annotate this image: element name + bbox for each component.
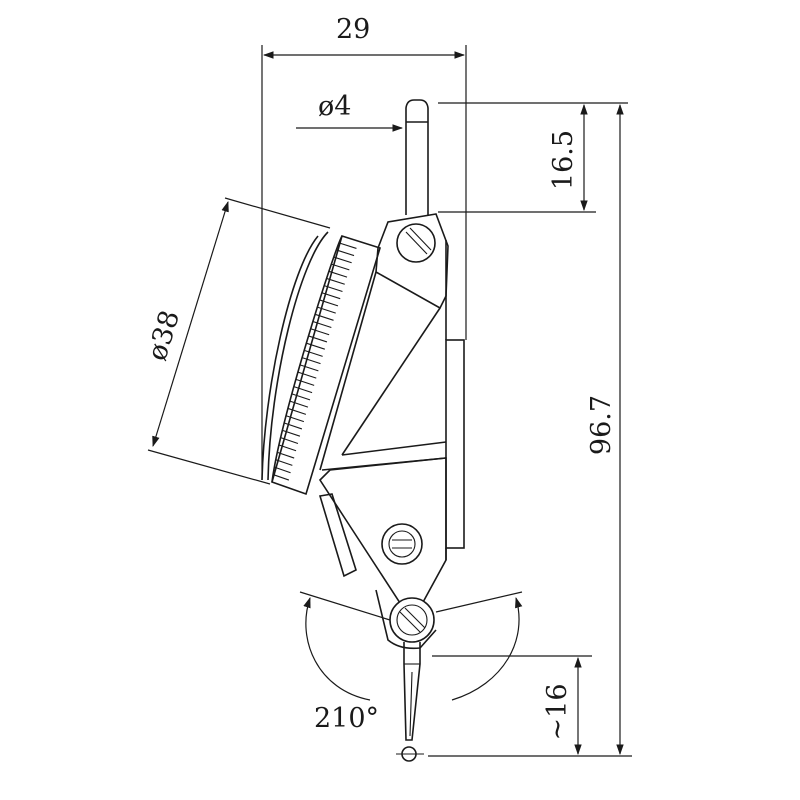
- dim-tip-length: ~16: [432, 655, 592, 756]
- knurl-line: [321, 292, 341, 300]
- knurl-line: [306, 342, 325, 350]
- dim-total-length: 96.7: [428, 103, 632, 757]
- stylus: [396, 642, 424, 762]
- dim-swivel-angle: 210°: [299, 591, 523, 734]
- dim-dial-diameter: ø38: [142, 197, 331, 485]
- knurl-line: [324, 285, 343, 292]
- contact-stem: [405, 99, 429, 215]
- knurl-line: [274, 466, 291, 474]
- knurl-line: [331, 263, 350, 271]
- body-plate: [445, 240, 465, 560]
- knurl-line: [287, 407, 307, 415]
- knurl-line: [328, 270, 348, 278]
- knurl-line: [301, 357, 321, 365]
- dim-width: 29: [261, 14, 467, 480]
- lower-screw: [389, 597, 435, 643]
- dim-swivel-angle-label: 210°: [314, 703, 379, 734]
- knurl-line: [295, 378, 315, 386]
- knurl-line: [285, 415, 305, 423]
- knurl-line: [336, 249, 355, 257]
- upper-screw: [396, 223, 436, 263]
- knurl-lines: [272, 242, 357, 481]
- knurl-line: [282, 429, 301, 437]
- knurl-line: [284, 422, 303, 430]
- knurl-line: [278, 444, 297, 452]
- knurl-line: [326, 277, 345, 285]
- knurl-line: [275, 459, 293, 466]
- dim-stem-diameter-label: ø4: [318, 91, 351, 122]
- knurl-line: [297, 371, 317, 379]
- knurl-line: [333, 256, 352, 264]
- dim-width-label: 29: [336, 14, 370, 45]
- knurl-line: [272, 474, 290, 481]
- knurl-line: [280, 437, 299, 445]
- dial-bezel: [261, 231, 381, 496]
- knurl-line: [338, 242, 357, 249]
- knurl-line: [310, 328, 330, 336]
- dim-tip-length-label: ~16: [542, 684, 573, 741]
- dim-stem-length-label: 16.5: [548, 130, 579, 190]
- knurl-line: [299, 364, 319, 372]
- dim-total-length-label: 96.7: [586, 395, 617, 455]
- knurl-line: [317, 306, 336, 314]
- knurl-line: [312, 321, 332, 329]
- knurl-line: [277, 451, 295, 459]
- knurl-line: [308, 335, 328, 343]
- knurl-line: [289, 400, 309, 408]
- knurl-line: [314, 313, 334, 321]
- dim-stem-diameter: ø4: [296, 91, 404, 132]
- knurl-line: [293, 386, 313, 394]
- middle-screw: [381, 523, 423, 565]
- upper-bracket: [319, 213, 449, 471]
- dim-stem-length: 16.5: [438, 102, 628, 213]
- dim-dial-diameter-label: ø38: [142, 307, 186, 364]
- knurl-line: [304, 349, 323, 357]
- knurl-line: [319, 299, 339, 307]
- knurl-line: [291, 393, 311, 401]
